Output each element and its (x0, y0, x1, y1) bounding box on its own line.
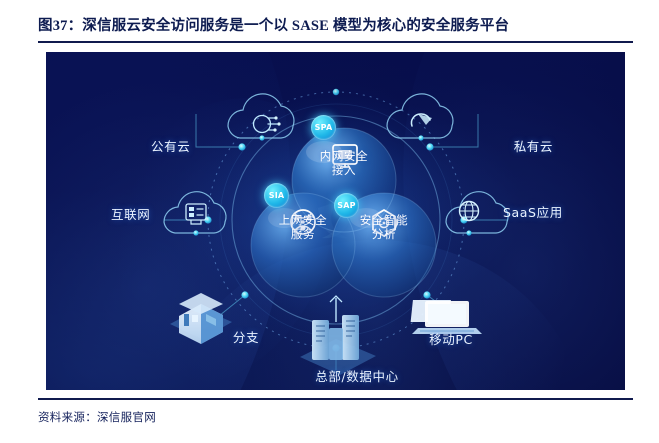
cloud-globe-icon (445, 191, 509, 236)
hex-chip-icon (372, 208, 398, 238)
node-label-branch: 分支 (232, 330, 260, 345)
badge-sia: SIA (264, 183, 289, 208)
office-building-icon (170, 293, 232, 344)
bubble-label-sap: 安全智能 分析 (359, 213, 409, 241)
source-note: 资料来源：深信服官网 (38, 412, 156, 424)
badge-sap: SAP (334, 193, 359, 218)
page-title: 图37：深信服云安全访问服务是一个以 SASE 模型为核心的安全服务平台 (38, 18, 510, 34)
cloud-shield-icon (386, 93, 454, 141)
cloud-server-icon (163, 191, 227, 236)
bubble-sia (251, 193, 355, 297)
node-label-saas: SaaS应用 (503, 205, 563, 220)
title-divider (38, 41, 633, 43)
bubble-label-spa: 内网安全 接入 (319, 149, 369, 177)
diagram-canvas (163, 80, 509, 375)
bubble-sap (332, 193, 436, 297)
node-label-internet: 互联网 (111, 207, 151, 222)
core-bubbles (250, 127, 437, 298)
bubble-label-sia: 上网安全 服务 (278, 213, 328, 241)
globe-network-icon (290, 209, 316, 235)
diagram-panel: SPA SIA SAP 内网安全 接入 上网安全 服务 安全智能 分析 公有云 … (46, 52, 625, 390)
node-label-public-cloud: 公有云 (151, 139, 191, 154)
badge-spa: SPA (311, 115, 336, 140)
node-label-private-cloud: 私有云 (513, 139, 553, 154)
node-label-mobile-pc: 移动PC (429, 332, 473, 347)
cloud-gear-icon (227, 93, 295, 141)
server-rack-icon (300, 295, 376, 375)
source-divider (38, 398, 633, 400)
node-label-headquarters: 总部/数据中心 (315, 369, 399, 384)
laptop-icon (410, 300, 482, 334)
inner-solid-ring (231, 115, 441, 325)
monitor-icon (332, 144, 358, 168)
